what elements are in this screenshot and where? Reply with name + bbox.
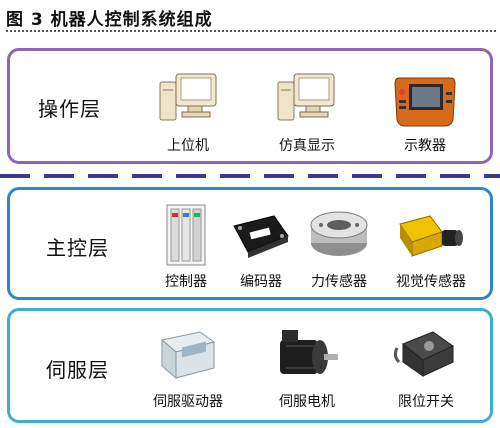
- layer-separator: [0, 174, 500, 178]
- vision-sensor-label: 视觉传感器: [396, 274, 466, 290]
- operation-layer-label: 操作层: [38, 97, 101, 121]
- servo-drive-icon: [160, 331, 216, 380]
- servo-motor-label: 伺服电机: [279, 394, 335, 410]
- desktop-computer-icon: [159, 73, 217, 121]
- encoder-label: 编码器: [240, 274, 282, 290]
- controller-cabinet-icon: [166, 204, 206, 266]
- limit-switch-icon: [393, 331, 454, 377]
- controller-label: 控制器: [165, 274, 207, 290]
- servo-layer-label: 伺服层: [46, 358, 109, 382]
- host-computer-label: 上位机: [167, 138, 209, 154]
- control-layer-label: 主控层: [46, 236, 109, 260]
- teach-pendant-label: 示教器: [404, 138, 446, 154]
- teach-pendant-icon: [394, 77, 456, 127]
- encoder-icon: [233, 215, 289, 258]
- servo-motor-icon: [280, 330, 338, 374]
- vision-camera-icon: [399, 215, 463, 257]
- figure-title: 图 3 机器人控制系统组成: [6, 10, 213, 30]
- servo-drive-label: 伺服驱动器: [153, 394, 223, 410]
- force-sensor-label: 力传感器: [311, 274, 367, 290]
- simulation-display-label: 仿真显示: [279, 138, 335, 154]
- limit-switch-label: 限位开关: [398, 394, 454, 410]
- simulation-display-icon: [277, 73, 335, 121]
- force-sensor-icon: [310, 211, 368, 256]
- title-rule: [6, 30, 496, 32]
